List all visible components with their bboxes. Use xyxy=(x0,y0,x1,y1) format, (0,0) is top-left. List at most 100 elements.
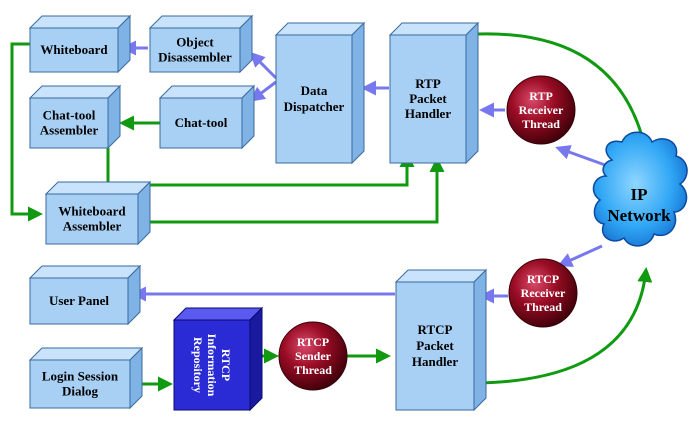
box-front-face xyxy=(29,277,129,325)
box-top-face xyxy=(28,15,132,29)
box-front-face xyxy=(275,34,353,164)
chat-tool-label: Chat-tool xyxy=(175,115,228,130)
network-label-line1: IP xyxy=(631,185,648,204)
box-top-face xyxy=(394,269,488,283)
thread-label-line: Receiver xyxy=(521,286,566,300)
box-front-face xyxy=(149,27,241,73)
cloud-shape xyxy=(592,131,688,247)
box-top-face xyxy=(28,265,142,279)
box-front-face xyxy=(395,281,475,411)
box-label-line: Handler xyxy=(405,106,451,121)
chat-tool-box: Chat-tool xyxy=(158,84,256,150)
thread-sphere xyxy=(506,75,576,145)
whiteboard-box: Whiteboard xyxy=(28,14,132,74)
box-front-face xyxy=(29,359,131,409)
arrow-wb-assembler-to-rtp-handler xyxy=(150,157,445,224)
box-label-line: Assembler xyxy=(63,219,122,234)
thread-label-line: RTCP xyxy=(527,272,559,286)
ip-network-cloud: IP Network xyxy=(592,131,688,247)
thread-label-line: RTP xyxy=(529,89,553,103)
thread-label-line: Receiver xyxy=(519,103,564,117)
thread-sphere xyxy=(278,321,348,391)
network-label-line2: Network xyxy=(607,206,671,225)
box-front-face xyxy=(173,319,251,411)
arrow-rtp-handler-to-network xyxy=(477,32,651,155)
thread-label-line: Thread xyxy=(522,117,560,131)
box-label-line: Dispatcher xyxy=(284,99,345,114)
box-side-face xyxy=(473,268,487,412)
user-panel-label: User Panel xyxy=(49,293,109,308)
box-label-line: Packet xyxy=(416,338,454,353)
box-label-line: Whiteboard xyxy=(58,204,126,219)
box-label-line: Chat-tool xyxy=(175,115,228,130)
repository-label-line: RTCP xyxy=(219,349,233,381)
box-top-face xyxy=(274,22,366,36)
box-label-line: Handler xyxy=(412,354,458,369)
box-top-face xyxy=(172,307,264,321)
arrow-rtcp-handler-to-network xyxy=(477,267,653,385)
arrow-dispatcher-to-chattool xyxy=(249,80,277,102)
box-side-face xyxy=(351,21,365,165)
box-side-face xyxy=(249,306,263,412)
arrow-whiteboard-loop xyxy=(10,42,43,222)
box-front-face xyxy=(29,97,109,149)
connectors xyxy=(10,32,653,392)
box-label-line: Disassembler xyxy=(158,50,232,65)
arrow-chat-assembler-to-rtp-handler xyxy=(106,148,415,187)
box-label-line: Login Session xyxy=(42,369,119,384)
thread-label-line: Sender xyxy=(295,349,332,363)
box-label-line: Assembler xyxy=(40,123,99,138)
box-top-face xyxy=(388,22,480,36)
box-front-face xyxy=(159,97,243,149)
box-top-face xyxy=(158,85,256,99)
box-label-line: Whiteboard xyxy=(40,42,108,57)
box-top-face xyxy=(148,15,254,29)
repository-label-line: Repository xyxy=(191,337,205,393)
user-panel-box: User Panel xyxy=(28,264,142,326)
arrow-network-to-rtcp-receiver xyxy=(557,244,603,267)
thread-label-line: Thread xyxy=(524,300,562,314)
box-side-face xyxy=(465,21,479,165)
box-front-face xyxy=(45,193,139,245)
box-front-face xyxy=(389,34,467,164)
box-front-face xyxy=(29,27,119,73)
box-label-line: Dialog xyxy=(62,384,99,399)
box-label-line: Object xyxy=(176,35,214,50)
repository-label-line: Information xyxy=(205,334,219,397)
box-label-line: RTP xyxy=(415,76,441,91)
whiteboard-label: Whiteboard xyxy=(40,42,108,57)
box-label-line: User Panel xyxy=(49,293,109,308)
repository-label: RTCPInformationRepository xyxy=(191,334,233,397)
box-top-face xyxy=(28,85,122,99)
box-label-line: Packet xyxy=(409,91,447,106)
thread-sphere xyxy=(508,258,578,328)
thread-label-line: Thread xyxy=(294,363,332,377)
box-label-line: RTCP xyxy=(418,322,453,337)
box-top-face xyxy=(44,181,152,195)
box-label-line: Chat-tool xyxy=(43,108,96,123)
arrow-dispatcher-to-disassembler xyxy=(249,51,278,80)
